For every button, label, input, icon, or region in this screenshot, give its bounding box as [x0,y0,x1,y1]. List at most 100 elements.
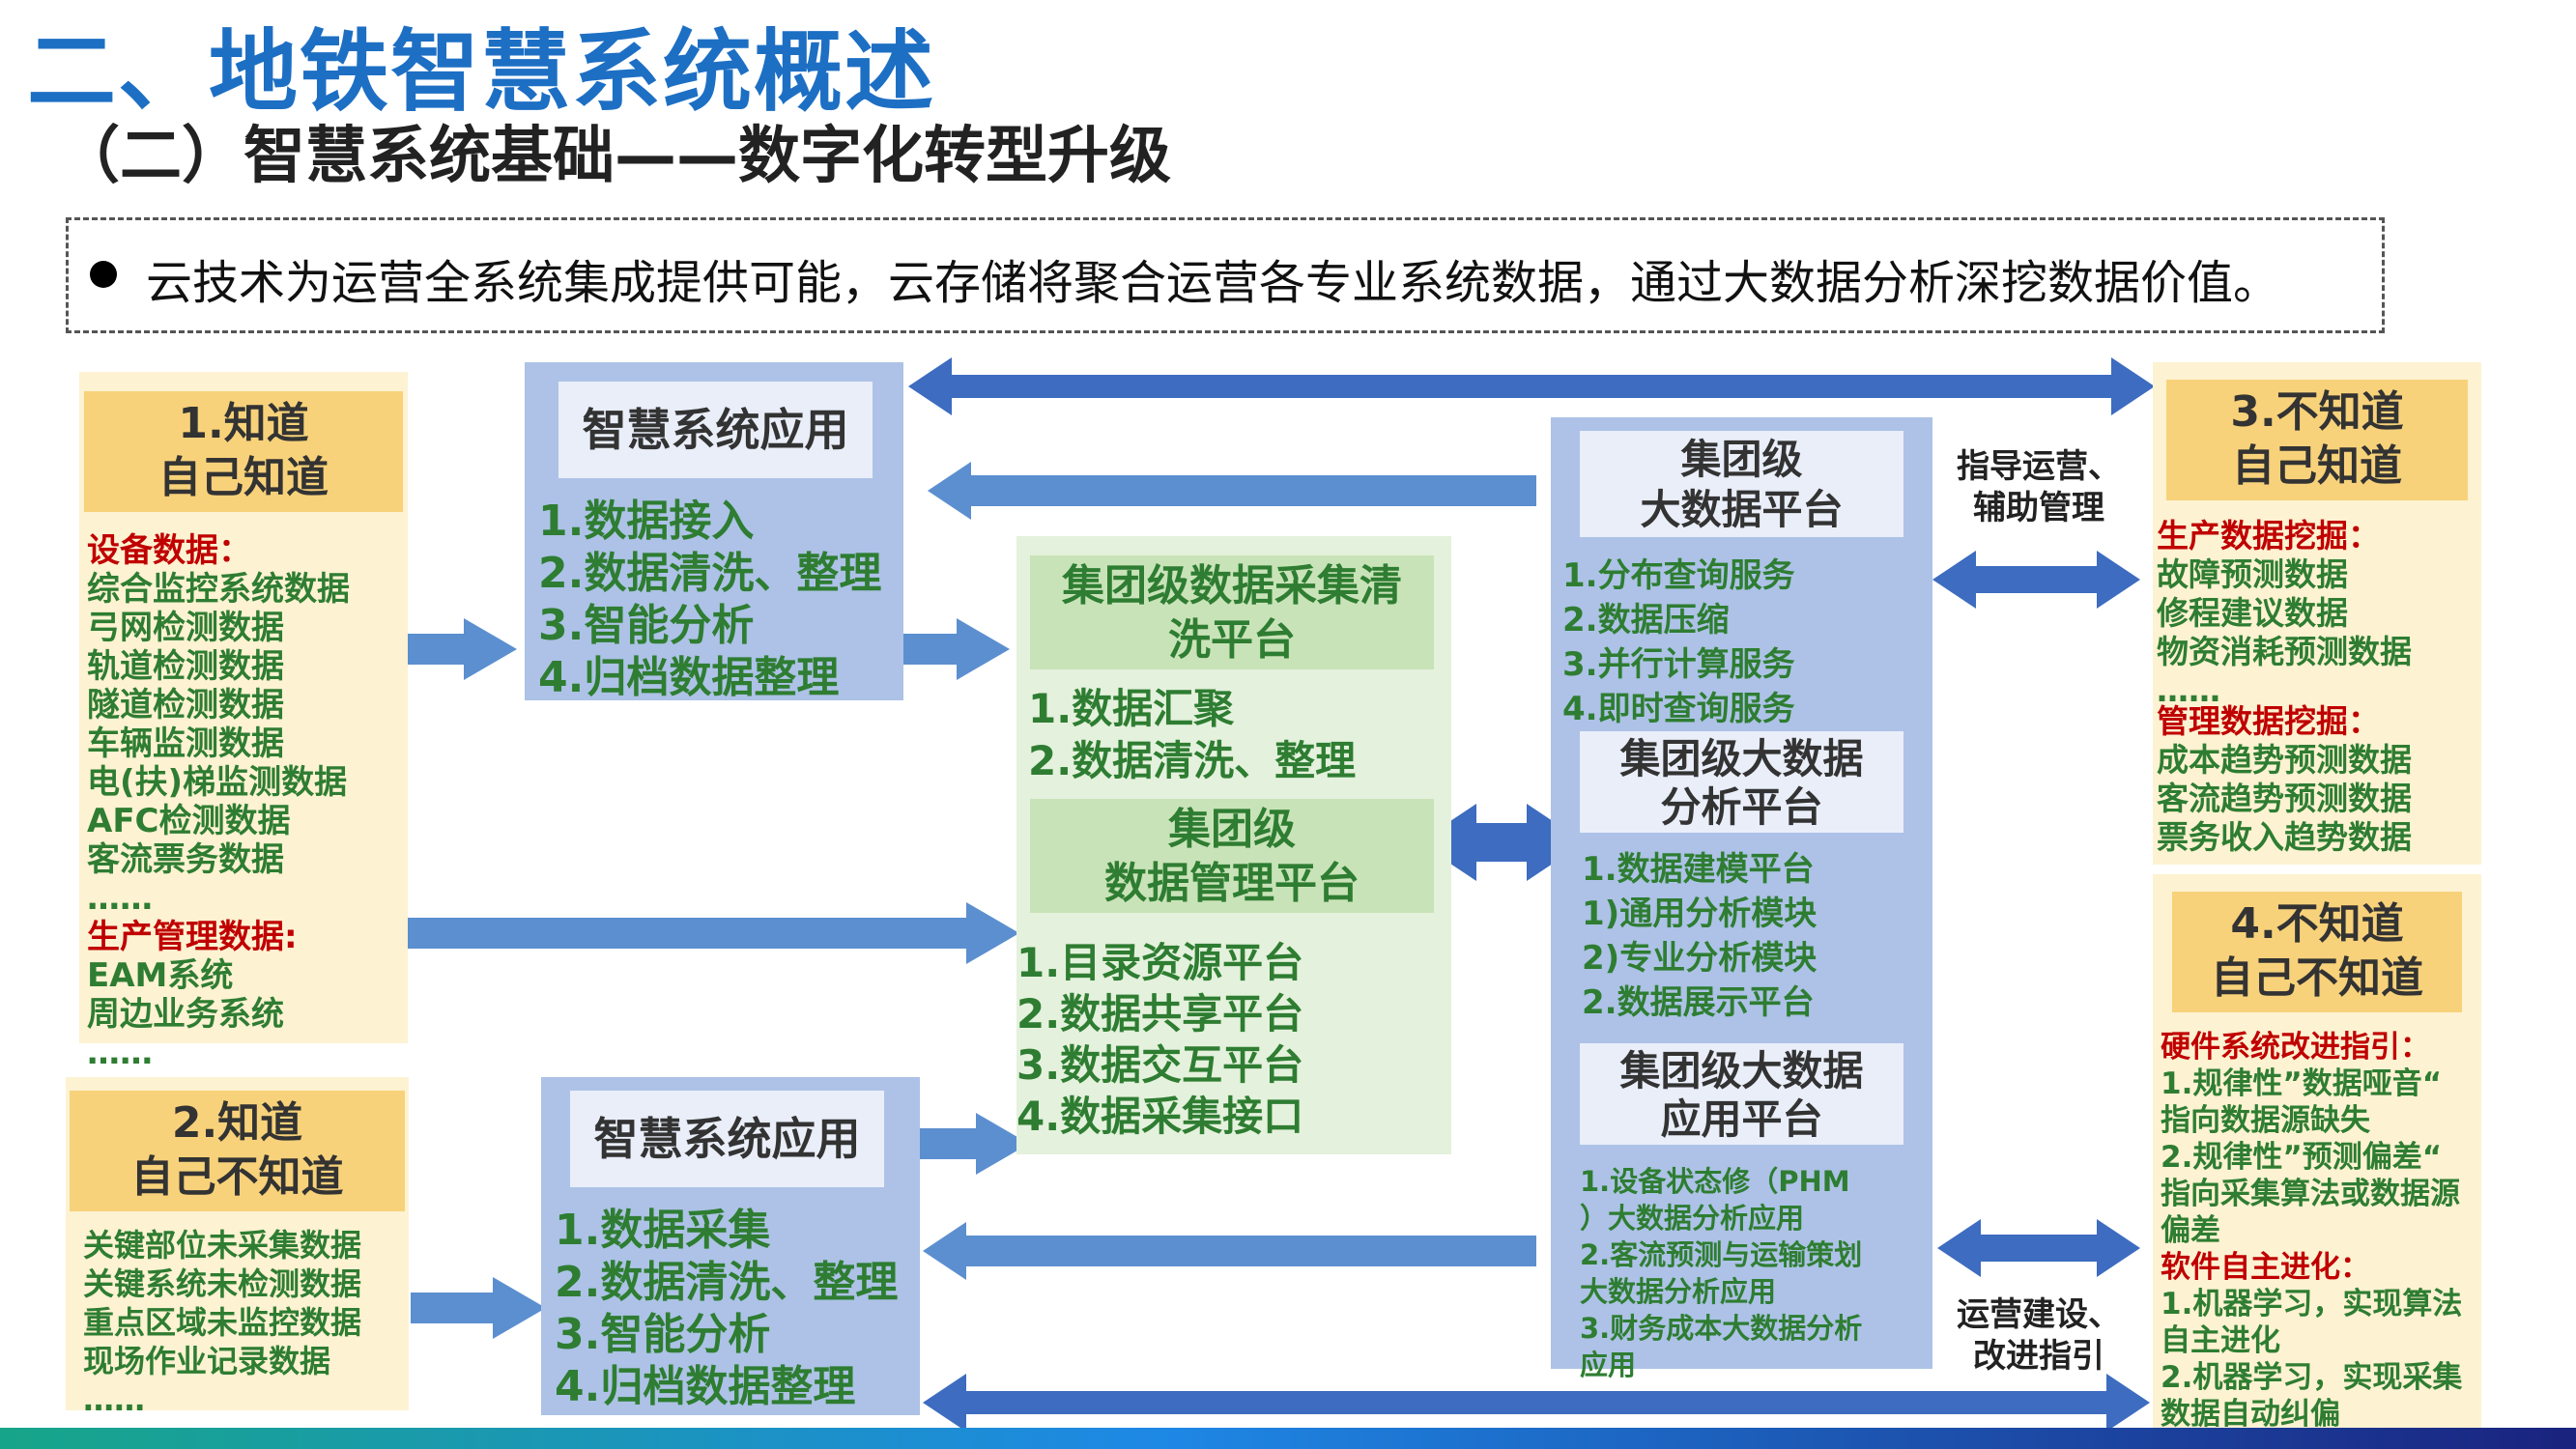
list-item: AFC检测数据 [87,802,291,840]
right-bottom-heading-line1: 4.不知道 [2230,899,2404,949]
list-item: …… [2157,671,2220,709]
app-top-panel: 智慧系统应用 1.数据接入 2.数据清洗、整理 3.智能分析 4.归档数据整理 [525,362,903,702]
left-top-heading-line2: 自己知道 [158,453,329,502]
list-item: …… [83,1381,145,1418]
mgmt-heading-line1: 集团级 [1168,805,1296,854]
right-bottom-panel: 4.不知道 自己不知道 硬件系统改进指引： 1.规律性”数据哑音“ 指向数据源缺… [2153,874,2481,1430]
arrow-label-bottom: 运营建设、 改进指引 [1942,1294,2135,1377]
list-item: 1.分布查询服务 [1562,556,1795,595]
left-to-center-arrow [356,902,1019,964]
list-item: 3.智能分析 [538,601,755,650]
list-item: …… [87,879,153,918]
list-item: 物资消耗预测数据 [2157,633,2412,670]
page-subtitle: （二）智慧系统基础——数字化转型升级 [58,121,1171,192]
app-bottom-to-center-arrow [894,1113,1029,1175]
list-item: 4.数据采集接口 [1016,1093,1304,1140]
app-top-to-center-arrow [879,618,1010,680]
prod-data-title: 生产管理数据: [87,918,298,956]
app-top-list: 1.数据接入 2.数据清洗、整理 3.智能分析 4.归档数据整理 [538,486,882,702]
right-top-panel: 3.不知道 自己知道 生产数据挖掘： 故障预测数据 修程建议数据 物资消耗预测数… [2153,362,2481,865]
bullet-dot-icon [90,261,117,288]
clean-heading-line1: 集团级数据采集清 [1062,561,1402,611]
list-item: 4.归档数据整理 [538,653,840,702]
app-bottom-heading: 智慧系统应用 [570,1091,884,1187]
arrow-label-bottom-line2: 改进指引 [1973,1336,2104,1376]
list-item: 现场作业记录数据 [83,1343,331,1379]
arrow-label-bottom-line1: 运营建设、 [1957,1295,2121,1334]
hardware-improve-title: 硬件系统改进指引： [2161,1030,2430,1065]
bullet-box: 云技术为运营全系统集成提供可能，云存储将聚合运营各专业系统数据，通过大数据分析深… [66,217,2385,333]
right-top-heading-line2: 自己知道 [2232,441,2402,491]
left-top-panel: 1.知道 自己知道 设备数据： 综合监控系统数据 弓网检测数据 轨道检测数据 隧… [79,372,408,1069]
list-item: 故障预测数据 [2157,555,2348,593]
device-data-title: 设备数据： [87,531,251,570]
list-item: 2.数据清洗、整理 [538,549,882,598]
bigdata-list2: 1.数据建模平台 1)通用分析模块 2)专业分析模块 2.数据展示平台 [1582,842,1818,1022]
list-item: 2.数据共享平台 [1016,990,1304,1037]
left-to-app-top-arrow [382,618,517,680]
right-bottom-heading: 4.不知道 自己不知道 [2172,892,2462,1012]
list-item: 2.机器学习，实现采集 [2161,1360,2463,1395]
left-bottom-heading-line2: 自己不知道 [130,1152,344,1202]
list-item: 电(扶)梯监测数据 [87,763,348,802]
list-item: …… [87,1034,153,1072]
prod-mining-title: 生产数据挖掘： [2157,517,2380,554]
list-item: 1.数据采集 [555,1206,771,1255]
list-item: 大数据分析应用 [1580,1275,1777,1308]
left-bottom-heading-line1: 2.知道 [171,1098,303,1148]
list-item: 1.数据接入 [538,497,755,546]
right-top-heading: 3.不知道 自己知道 [2166,380,2468,500]
bigdata-list1: 1.分布查询服务 2.数据压缩 3.并行计算服务 4.即时查询服务 [1562,549,1795,728]
right-bottom-list: 硬件系统改进指引： 1.规律性”数据哑音“ 指向数据源缺失 2.规律性”预测偏差… [2161,1033,2462,1436]
list-item: 4.归档数据整理 [555,1362,856,1411]
list-item: 1.数据汇聚 [1028,685,1235,732]
list-item: 轨道检测数据 [87,647,284,686]
list-item: 1.机器学习，实现算法 [2161,1287,2463,1321]
list-item: ）大数据分析应用 [1580,1202,1805,1235]
bigdata-h1-line1: 集团级 [1680,436,1803,483]
list-item: 1.目录资源平台 [1016,939,1304,986]
mgmt-heading-line2: 数据管理平台 [1104,859,1360,908]
list-item: 指向采集算法或数据源 [2161,1177,2460,1211]
list-item: 4.即时查询服务 [1562,690,1795,728]
right-top-heading-line1: 3.不知道 [2230,387,2404,437]
mgmt-platform-heading: 集团级 数据管理平台 [1030,799,1434,913]
mgmt-list: 1.目录资源平台 2.数据共享平台 3.数据交互平台 4.数据采集接口 [1016,930,1304,1140]
software-evolve-title: 软件自主进化： [2161,1250,2370,1285]
list-item: 车辆监测数据 [87,724,284,763]
list-item: 2)专业分析模块 [1582,939,1818,978]
app-bottom-panel: 智慧系统应用 1.数据采集 2.数据清洗、整理 3.智能分析 4.归档数据整理 [541,1077,920,1415]
list-item: 2.数据清洗、整理 [1028,737,1357,784]
bigdata-list3: 1.设备状态修（PHM ）大数据分析应用 2.客流预测与运输策划 大数据分析应用… [1580,1159,1862,1381]
center-panel: 集团级数据采集清 洗平台 1.数据汇聚 2.数据清洗、整理 集团级 数据管理平台… [1016,536,1451,1154]
bigdata-h1-line2: 大数据平台 [1640,486,1844,533]
bigdata-rightbottom-double-arrow [1937,1219,2140,1277]
list-item: 3.并行计算服务 [1562,645,1795,684]
bigdata-h2-line2: 分析平台 [1660,783,1823,831]
arrow-label-top-line1: 指导运营、 [1957,447,2121,486]
left-bottom-panel: 2.知道 自己不知道 关键部位未采集数据 关键系统未检测数据 重点区域未监控数据… [66,1077,409,1415]
bigdata-righttop-double-arrow [1932,551,2140,609]
bigdata-h3-line1: 集团级大数据 [1619,1047,1864,1094]
bottom-double-arrow [923,1374,2150,1432]
list-item: EAM系统 [87,956,234,995]
left-top-heading: 1.知道 自己知道 [84,391,403,512]
list-item: 成本趋势预测数据 [2157,741,2412,779]
list-item: 2.数据展示平台 [1582,983,1815,1022]
list-item: 1.数据建模平台 [1582,850,1815,889]
list-item: 3.智能分析 [555,1310,771,1359]
list-item: 票务收入趋势数据 [2157,818,2412,856]
list-item: 重点区域未监控数据 [83,1304,362,1341]
clean-list: 1.数据汇聚 2.数据清洗、整理 [1028,676,1357,784]
top-double-arrow [908,357,2155,415]
list-item: 综合监控系统数据 [87,570,350,609]
list-item: 自主进化 [2161,1323,2280,1358]
page-title: 二、地铁智慧系统概述 [27,20,936,124]
clean-heading-line2: 洗平台 [1168,615,1296,665]
list-item: 关键系统未检测数据 [83,1265,362,1302]
app-bottom-list: 1.数据采集 2.数据清洗、整理 3.智能分析 4.归档数据整理 [555,1195,898,1411]
list-item: 3.数据交互平台 [1016,1041,1304,1089]
list-item: 1.规律性”数据哑音“ [2161,1066,2443,1101]
arrow-label-top-line2: 辅助管理 [1973,488,2104,527]
